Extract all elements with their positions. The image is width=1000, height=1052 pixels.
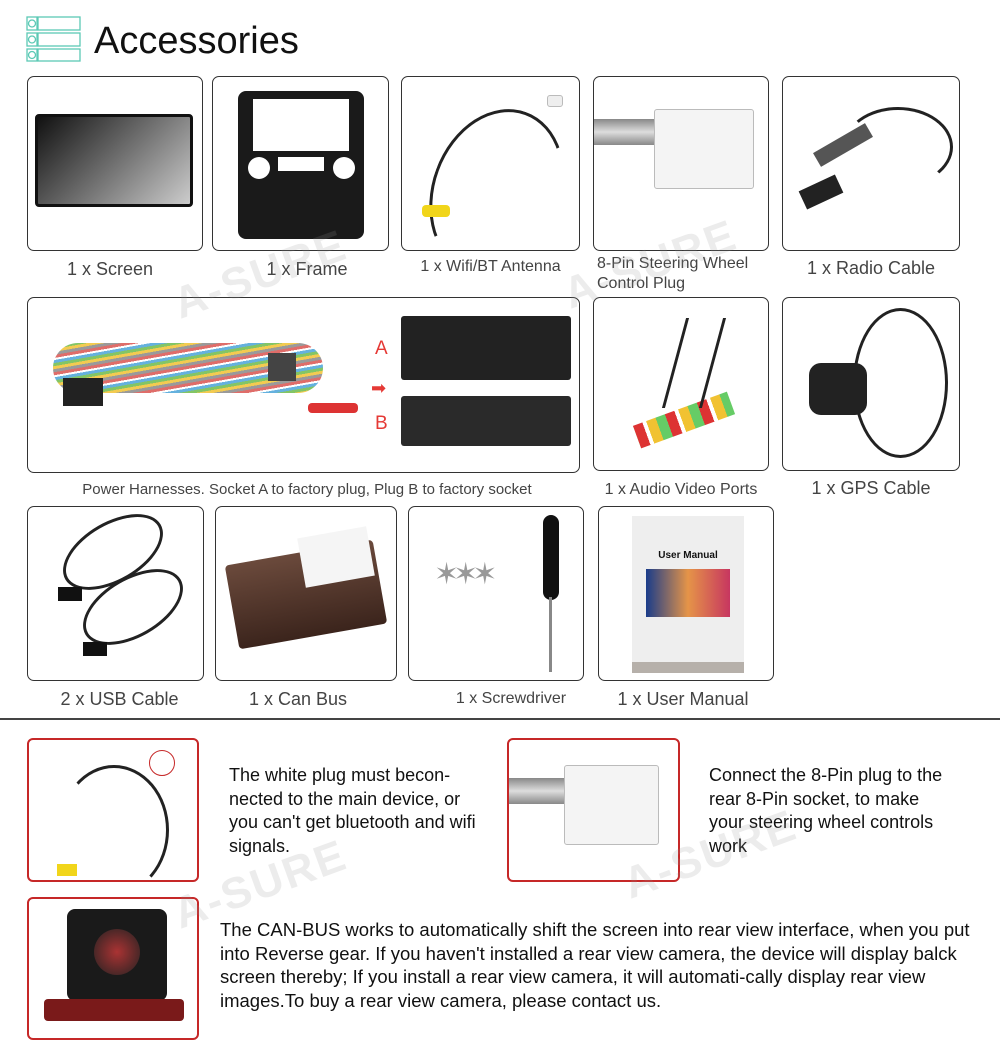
socket-a-label: A bbox=[375, 338, 388, 359]
item-label: 1 x Can Bus bbox=[248, 689, 348, 709]
radio-cable-image bbox=[782, 76, 960, 251]
steering-plug-image bbox=[593, 76, 769, 251]
antenna-note-text: The white plug must becon-nected to the … bbox=[229, 765, 476, 856]
item-label: 1 x Wifi/BT Antenna bbox=[420, 258, 561, 275]
user-manual-image: User Manual bbox=[598, 506, 774, 681]
usb-cable-image bbox=[27, 506, 204, 681]
screen-image bbox=[27, 76, 203, 251]
audio-video-image bbox=[593, 297, 769, 471]
steering-note-image bbox=[507, 738, 680, 882]
canbus-note-text: The CAN-BUS works to automatically shift… bbox=[220, 919, 970, 1011]
rear-camera-image bbox=[27, 897, 199, 1040]
item-label: 1 x Radio Cable bbox=[806, 258, 936, 278]
screws: ✶✶✶ bbox=[434, 558, 497, 591]
antenna-note-image bbox=[27, 738, 199, 882]
item-label: 1 x Screwdriver bbox=[455, 690, 567, 707]
manual-title: User Manual bbox=[658, 550, 718, 561]
screwdriver-image: ✶✶✶ bbox=[408, 506, 584, 681]
wifi-antenna-image bbox=[401, 76, 580, 251]
canbus-image bbox=[215, 506, 397, 681]
item-label: 1 x GPS Cable bbox=[811, 478, 931, 498]
list-icon bbox=[26, 16, 82, 62]
item-label: 1 x Frame bbox=[266, 259, 348, 279]
item-label: 2 x USB Cable bbox=[60, 689, 179, 709]
frame-image bbox=[212, 76, 389, 251]
item-label: 1 x User Manual bbox=[617, 689, 749, 709]
socket-b-label: B bbox=[375, 413, 388, 434]
gps-cable-image bbox=[782, 297, 960, 471]
item-label: Power Harnesses. Socket A to factory plu… bbox=[82, 481, 532, 498]
arrow-icon: ➡ bbox=[371, 378, 387, 398]
power-harness-image: A ➡ B bbox=[27, 297, 580, 473]
item-label: 1 x Screen bbox=[66, 259, 154, 279]
socket-a bbox=[401, 316, 571, 380]
steering-note-text: Connect the 8-Pin plug to the rear 8-Pin… bbox=[709, 765, 943, 856]
item-label: 1 x Audio Video Ports bbox=[604, 481, 758, 498]
plug-b bbox=[401, 396, 571, 446]
divider bbox=[0, 718, 1000, 720]
item-label: 8-Pin Steering Wheel Control Plug bbox=[597, 255, 749, 292]
page-title: Accessories bbox=[94, 20, 299, 62]
